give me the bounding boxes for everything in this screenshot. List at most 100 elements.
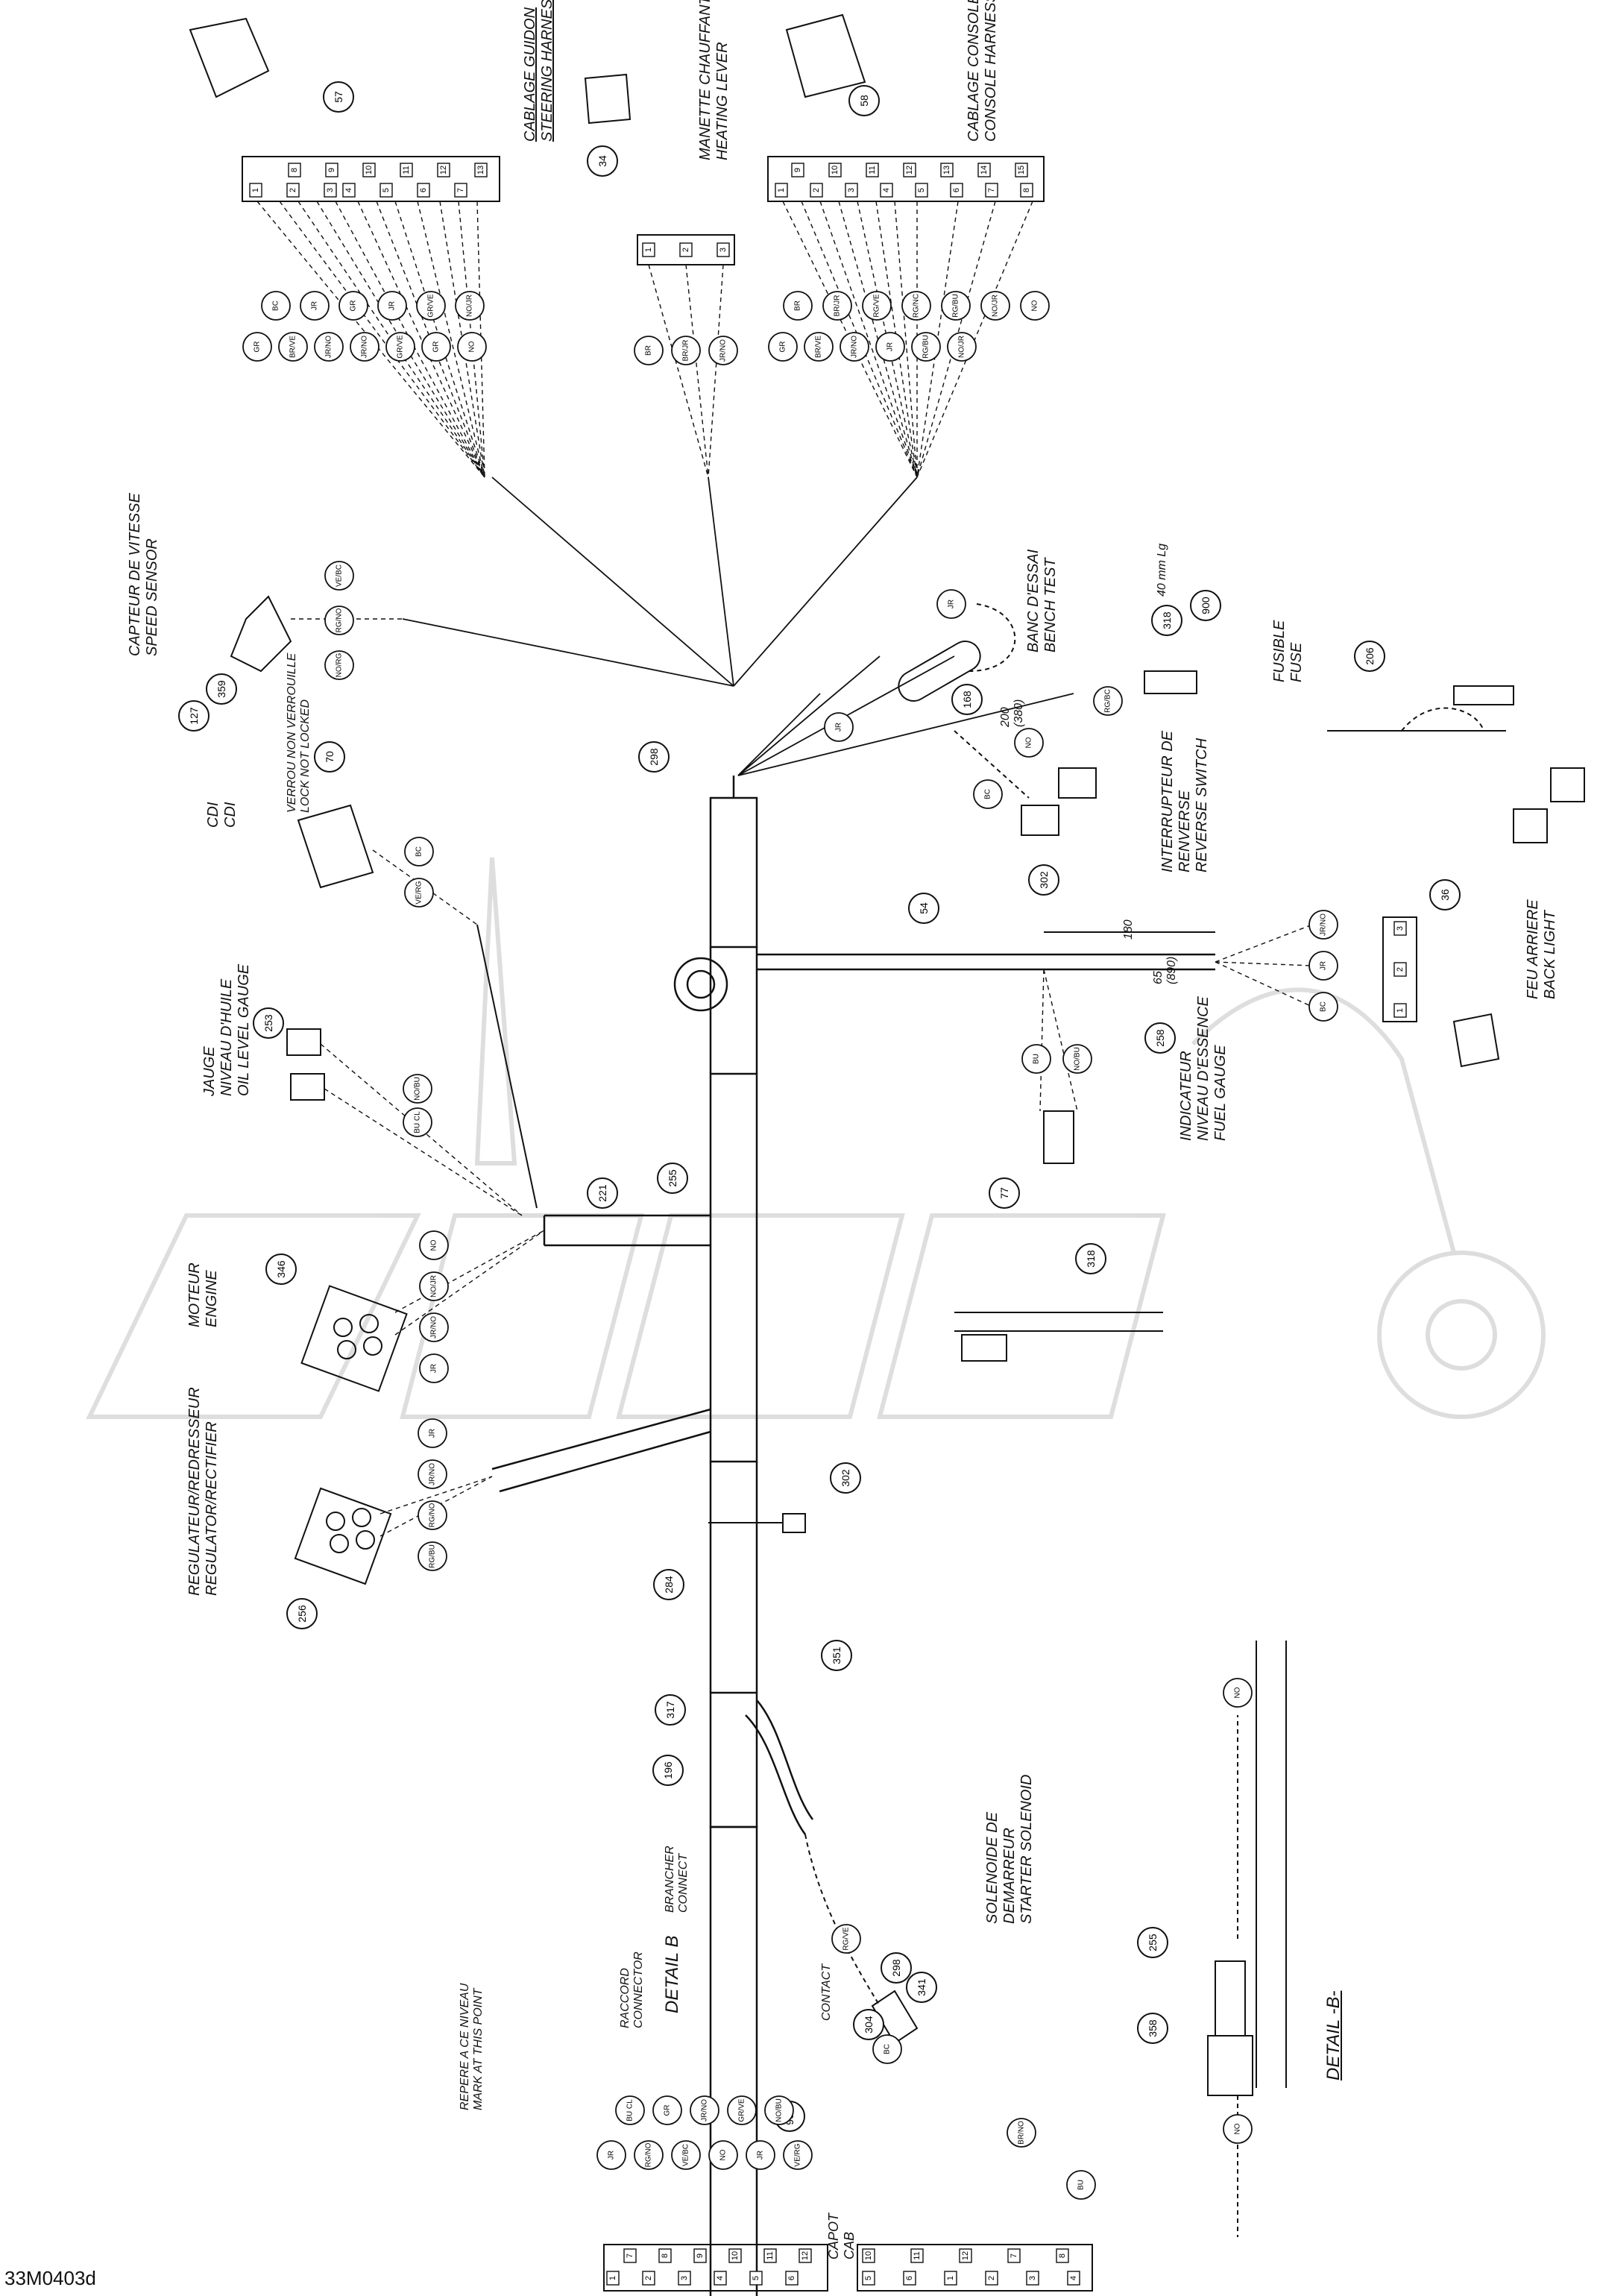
pin-number: 10 <box>365 166 374 174</box>
cab-a-wire: VE/RG <box>783 2140 813 2170</box>
steering-label-fr: CABLAGE GUIDON <box>522 7 538 142</box>
wire-code: JR <box>1320 961 1328 970</box>
pin-box-outline <box>454 183 467 198</box>
wire-code: JR <box>430 1364 438 1373</box>
wire-bubble-outline <box>403 1107 432 1137</box>
steering-wire-upper: GR <box>338 291 368 321</box>
console-pin-bottom: 7 <box>985 183 998 198</box>
console-wire-upper: NO <box>1020 291 1050 321</box>
wire-code: RG/NO <box>429 1503 437 1527</box>
pin-number: 13 <box>942 166 951 174</box>
steering-wire-lower: JR/NO <box>350 332 379 362</box>
wire-bubble-outline <box>350 332 379 362</box>
pin-number: 7 <box>1010 2253 1018 2258</box>
cab-b-pin-bottom: 6 <box>903 2271 916 2286</box>
cab-a-wire: JR/NO <box>690 2095 719 2125</box>
dim-200-a: 200 <box>999 707 1012 727</box>
fuel-label-2: NIVEAU D'ESSENCE <box>1195 996 1212 1141</box>
pin-number: 5 <box>917 188 926 192</box>
wire-code: BR/NO <box>1018 2121 1026 2145</box>
pin-box-outline <box>474 163 488 177</box>
callout-number: 304 <box>863 2016 875 2034</box>
wire-code: NO/BU <box>414 1077 422 1101</box>
cab-b-pin-bottom: 3 <box>1026 2271 1039 2286</box>
pin-number: 4 <box>1069 2276 1078 2280</box>
pin-number: 11 <box>766 2251 775 2259</box>
regulator-label-fr: REGULATEUR/REDRESSEUR <box>186 1387 203 1596</box>
backlight-wire: BC <box>1308 992 1338 1022</box>
console-wire-upper: RG/VE <box>862 291 892 321</box>
heating-label-fr: MANETTE CHAUFFANTE <box>697 0 714 160</box>
console-pin-bottom: 2 <box>810 183 823 198</box>
wire-bubble-outline <box>671 336 701 365</box>
speed-label-fr: CAPTEUR DE VITESSE <box>127 493 143 656</box>
heating-wire: BR/JR <box>671 336 701 365</box>
engine-wire: NO <box>419 1230 449 1260</box>
cdi-connector <box>297 804 538 1209</box>
wire-code: BU CL <box>626 2099 634 2122</box>
wire-code: NO/JR <box>958 336 966 358</box>
wire-bubble-outline <box>822 291 852 321</box>
steering-wire-upper: JR <box>300 291 330 321</box>
wire-bubble-outline <box>457 332 487 362</box>
heating-wire: BR <box>634 336 664 365</box>
pin-number: 10 <box>864 2251 873 2260</box>
wire-bubble-outline <box>418 1459 447 1489</box>
speed-wire: VE/BC <box>324 561 354 591</box>
cab-b-pin-bottom: 4 <box>1067 2271 1080 2286</box>
console-pin-top: 10 <box>828 163 842 177</box>
callout-number: 318 <box>1161 611 1173 629</box>
wire-code: JR <box>886 342 895 351</box>
pin-number: 15 <box>1017 166 1026 174</box>
wire-bubble-outline <box>671 2140 701 2170</box>
wire-bubble-outline <box>783 291 813 321</box>
wire-code: BR <box>645 345 653 356</box>
dim-200-label: 200 (380) <box>999 699 1027 727</box>
callout-number: 255 <box>667 1169 678 1187</box>
wire-bubble-outline <box>403 1074 432 1104</box>
pin-number: 8 <box>290 168 299 172</box>
wire-bubble-outline <box>418 1541 447 1571</box>
cab-a-wire: JR <box>746 2140 775 2170</box>
pin-number: 2 <box>1396 967 1405 972</box>
pin-number: 10 <box>831 166 840 174</box>
steering-wire-lower: GR <box>421 332 451 362</box>
steering-pin-bottom: 5 <box>379 183 393 198</box>
pin-number: 6 <box>419 188 428 192</box>
callouts <box>178 81 1461 2132</box>
raccord-label: RACCORD CONNECTOR <box>619 1951 646 2028</box>
cab-a-pin-top: 8 <box>658 2248 672 2263</box>
wire-code: NO/JR <box>430 1275 438 1298</box>
wire-code: JR/NO <box>701 2099 709 2122</box>
wire-bubble-outline <box>1308 910 1338 940</box>
console-wire-upper: RG/NC <box>901 291 931 321</box>
cab-a-wire: JR <box>596 2140 626 2170</box>
console-wire-lower: NO/JR <box>947 332 977 362</box>
reverse-wire: NO <box>1014 728 1044 758</box>
wire-code: RG/NO <box>336 608 344 632</box>
wire-bubble-outline <box>300 291 330 321</box>
wire-code: JR <box>835 723 843 732</box>
cdi-label-fr: CDI <box>205 802 221 828</box>
raccord-label-en: CONNECTOR <box>632 1951 646 2028</box>
pin-box-outline <box>437 163 450 177</box>
steering-wire-upper: NO/JR <box>455 291 485 321</box>
wire-bubble-outline <box>416 291 446 321</box>
pin-number: 3 <box>847 188 856 192</box>
pin-number: 8 <box>1058 2253 1067 2258</box>
pin-box-outline <box>1020 183 1033 198</box>
cab-a-wire: GR <box>652 2095 682 2125</box>
wire-code: NO <box>1025 737 1033 748</box>
console-harness-connector <box>767 13 1045 478</box>
pin-number: 2 <box>987 2276 996 2280</box>
callout-number: 127 <box>188 707 200 725</box>
pin-box-outline <box>799 2248 812 2263</box>
wire-code: RG/BU <box>952 294 960 318</box>
callout-number: 54 <box>918 902 930 914</box>
pin-number: 9 <box>696 2253 705 2258</box>
steering-pin-top: 10 <box>362 163 376 177</box>
pin-number: 7 <box>456 188 465 192</box>
dim-200-b: (380) <box>1012 699 1026 727</box>
console-harness-label: CABLAGE CONSOLE CONSOLE HARNESS <box>966 0 1000 142</box>
pin-box-outline <box>903 2271 916 2286</box>
